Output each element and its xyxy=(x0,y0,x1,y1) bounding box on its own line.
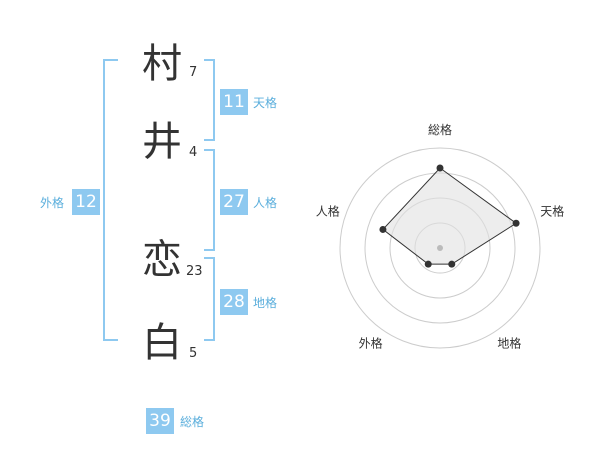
stroke-count-1: 7 xyxy=(189,65,198,80)
tenkaku-value: 11 xyxy=(220,89,248,115)
gaikaku-value: 12 xyxy=(72,189,100,215)
radar-point-3 xyxy=(448,260,456,268)
soukaku-label: 総格 xyxy=(180,415,205,429)
radar-axis-label-2: 天格 xyxy=(540,204,564,219)
chikaku-bracket xyxy=(204,257,215,341)
radar-axis-label-1: 総格 xyxy=(428,122,452,137)
brackets xyxy=(103,59,215,341)
jinkaku-value: 27 xyxy=(220,189,248,215)
name-char-4: 白 xyxy=(142,320,182,366)
radar-point-5 xyxy=(379,225,387,233)
name-char-3: 恋 xyxy=(142,237,182,283)
radar-point-1 xyxy=(436,164,444,172)
radar-axis-label-4: 外格 xyxy=(359,335,383,350)
stroke-count-3: 23 xyxy=(186,264,203,279)
chikaku-label: 地格 xyxy=(253,296,278,310)
jinkaku-label: 人格 xyxy=(253,196,278,210)
radar-ring-4 xyxy=(339,147,541,349)
radar-point-4 xyxy=(424,260,432,268)
stroke-count-2: 4 xyxy=(189,145,198,160)
radar-point-2 xyxy=(512,219,520,227)
radar-center xyxy=(437,245,443,251)
tenkaku-label: 天格 xyxy=(253,96,278,110)
radar-axis-label-3: 地格 xyxy=(497,335,521,350)
soukaku-value: 39 xyxy=(146,408,174,434)
radar-polygon xyxy=(382,167,517,265)
name-char-1: 村 xyxy=(142,41,182,87)
outer-bracket xyxy=(103,59,118,341)
radar-axis-label-5: 人格 xyxy=(316,204,340,219)
stroke-count-4: 5 xyxy=(189,346,198,361)
gaikaku-label: 外格 xyxy=(40,196,65,210)
tenkaku-bracket xyxy=(204,59,215,141)
jinkaku-bracket xyxy=(204,149,215,251)
name-char-2: 井 xyxy=(142,119,182,165)
chikaku-value: 28 xyxy=(220,289,248,315)
